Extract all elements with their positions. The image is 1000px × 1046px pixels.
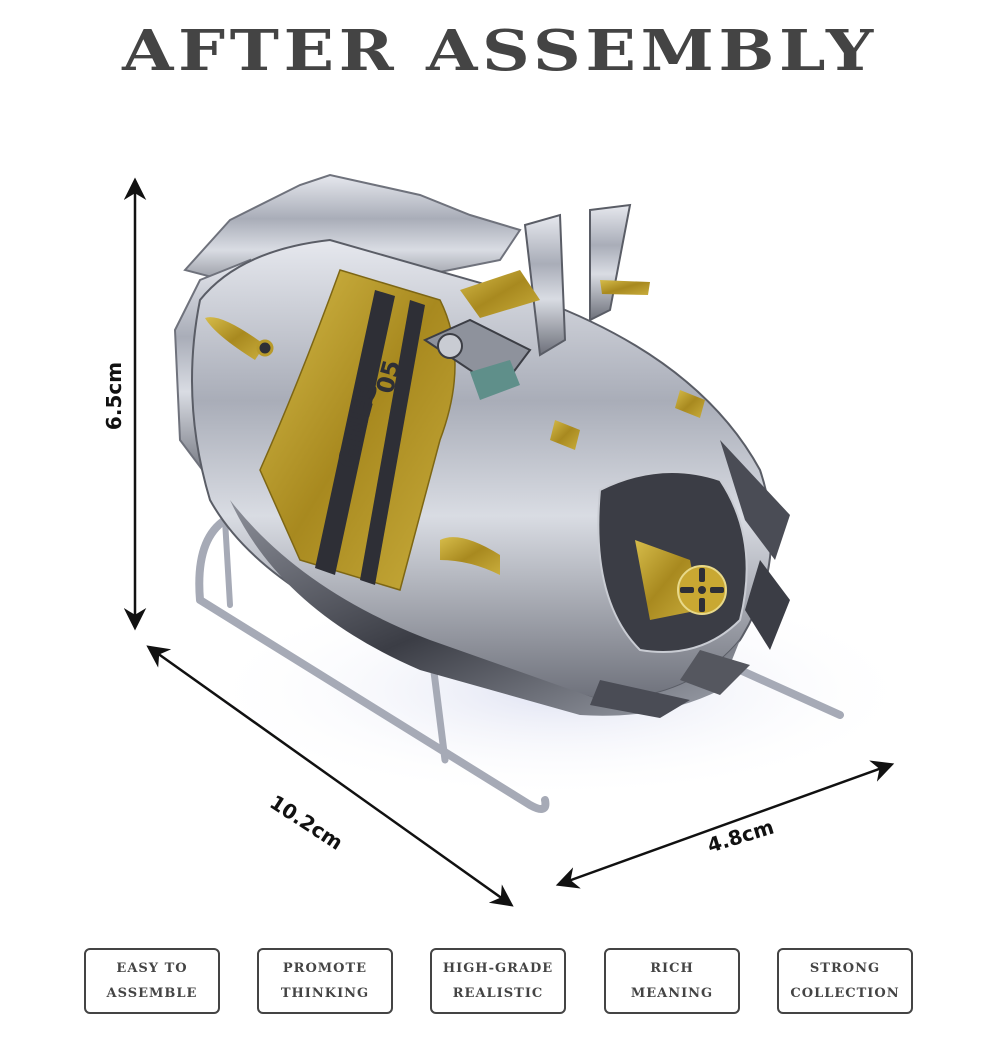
height-dimension-label: 6.5cm xyxy=(102,361,127,431)
feature-line-2: REALISTIC xyxy=(452,986,544,1001)
feature-line-1: PROMOTE xyxy=(282,961,368,976)
fin-left xyxy=(523,213,567,357)
feature-line-1: EASY TO xyxy=(116,961,188,976)
feature-line-1: RICH xyxy=(650,961,694,976)
engine-model: GINES 05 xyxy=(173,173,790,718)
feature-high-grade-realistic: HIGH-GRADE REALISTIC xyxy=(430,948,566,1014)
length-dimension-arrow xyxy=(146,645,514,907)
feature-strong-collection: STRONG COLLECTION xyxy=(777,948,913,1014)
page-title: AFTER ASSEMBLY xyxy=(122,18,878,84)
width-dimension-arrow xyxy=(555,760,895,889)
feature-rich-meaning: RICH MEANING xyxy=(604,948,740,1014)
feature-easy-to-assemble: EASY TO ASSEMBLE xyxy=(84,948,220,1014)
product-stage: GINES 05 xyxy=(102,173,920,907)
feature-line-2: MEANING xyxy=(630,986,714,1001)
feature-line-1: HIGH-GRADE xyxy=(442,961,554,976)
fan-panel xyxy=(422,318,532,400)
feature-line-2: THINKING xyxy=(280,986,370,1001)
fin-right xyxy=(589,203,632,322)
feature-list: EASY TO ASSEMBLE PROMOTE THINKING HIGH-G… xyxy=(0,948,1000,1020)
engine-nozzle xyxy=(597,471,748,653)
feature-line-2: COLLECTION xyxy=(790,986,900,1001)
feature-line-2: ASSEMBLE xyxy=(106,986,198,1001)
feature-promote-thinking: PROMOTE THINKING xyxy=(257,948,393,1014)
product-illustration: GINES 05 xyxy=(123,173,920,907)
feature-line-1: STRONG xyxy=(809,961,881,976)
